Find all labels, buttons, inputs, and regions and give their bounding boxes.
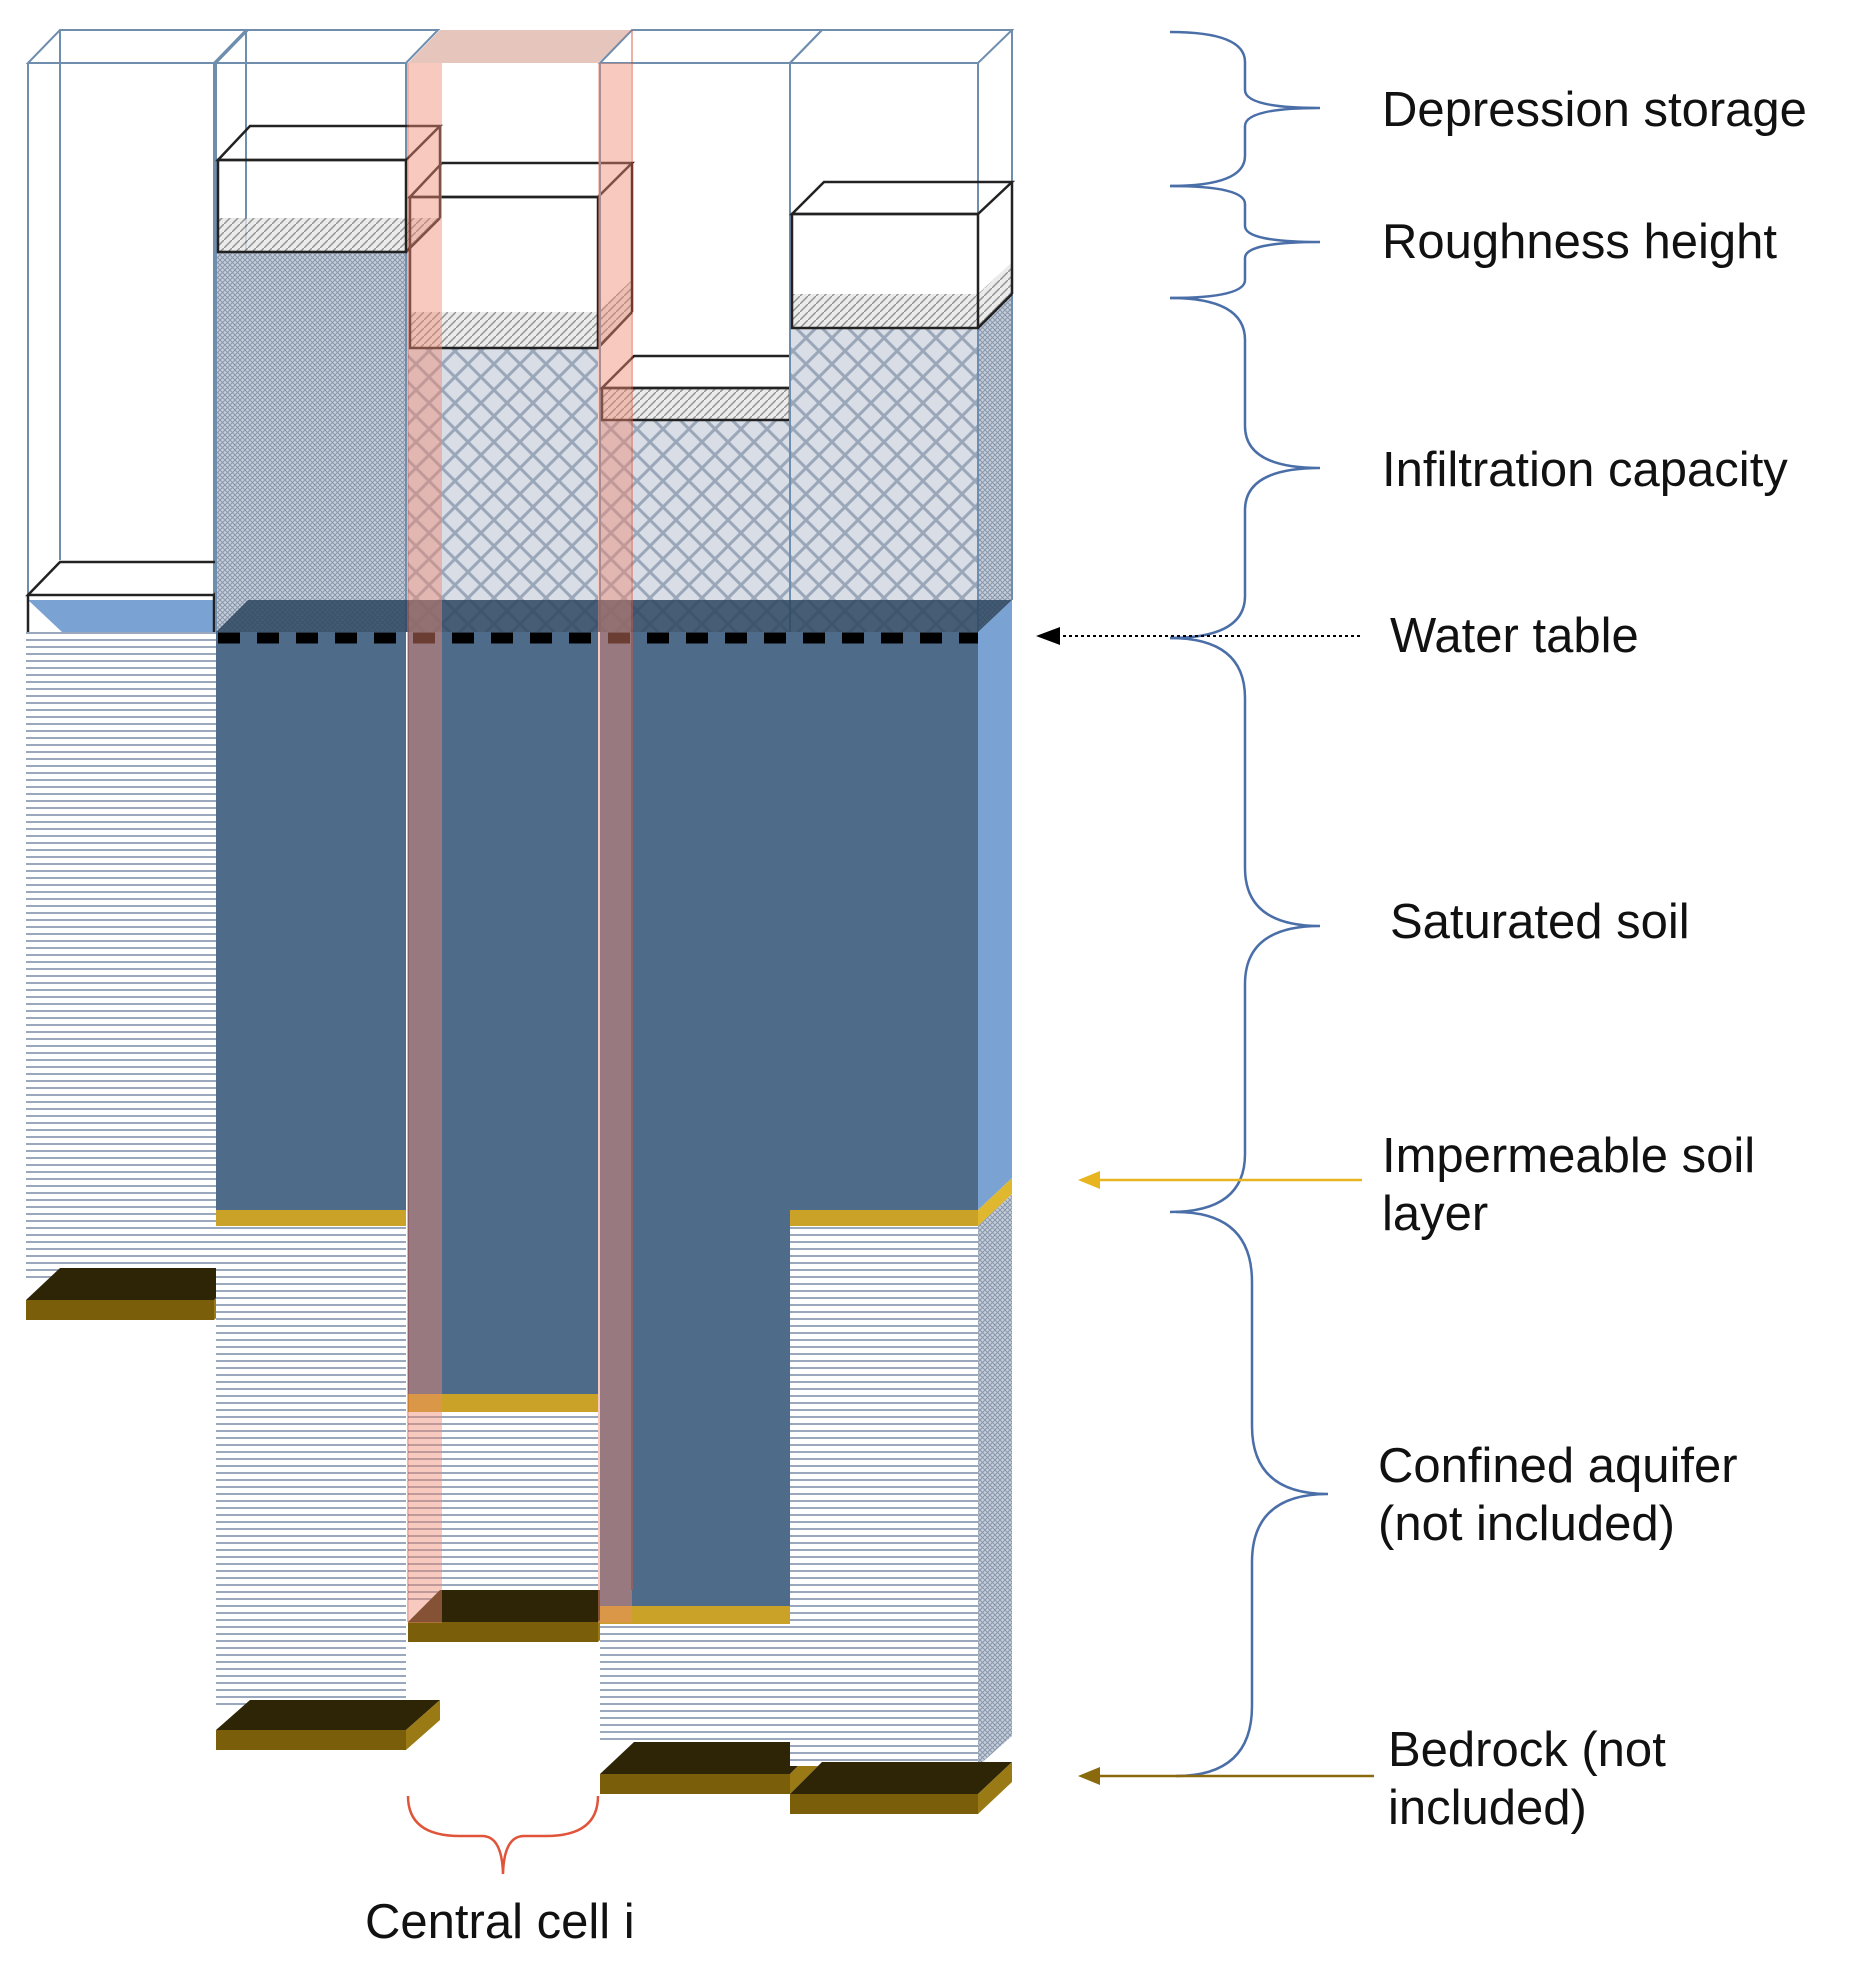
label-water-table: Water table xyxy=(1390,609,1639,663)
column-4 xyxy=(597,29,826,1794)
col4-confined-aquifer xyxy=(600,1624,790,1744)
col4-saturated-soil xyxy=(600,632,790,1606)
col5-saturated-soil xyxy=(790,632,978,1210)
col5-impermeable-layer xyxy=(790,1210,978,1226)
brace-confined-aquifer xyxy=(1175,1210,1329,1778)
col3-saturated-soil xyxy=(408,632,598,1394)
water-table-arrow xyxy=(1036,627,1360,645)
col5-wireframe xyxy=(787,29,1015,632)
label-impermeable-line1: Impermeable soil xyxy=(1382,1129,1755,1183)
column-1 xyxy=(25,29,252,1320)
col5-bedrock xyxy=(790,1762,1012,1814)
col5-saturated-side xyxy=(978,600,1012,1210)
col2-saturated-soil xyxy=(216,632,406,1210)
label-confined-line2: (not included) xyxy=(1378,1497,1675,1551)
col2-wireframe xyxy=(213,29,441,632)
label-roughness-height: Roughness height xyxy=(1382,215,1777,269)
brace-depression-storage xyxy=(1169,30,1321,188)
col4-infiltration-zone xyxy=(600,420,790,632)
col2-depression-box xyxy=(215,124,444,254)
col4-bedrock xyxy=(600,1742,822,1794)
col1-saturated-top xyxy=(28,600,248,632)
col3-depression-box xyxy=(407,161,636,350)
col2-infiltration-zone xyxy=(216,250,406,632)
col3-impermeable-layer xyxy=(408,1394,598,1412)
brace-infiltration-capacity xyxy=(1169,296,1321,640)
label-impermeable-line2: layer xyxy=(1382,1187,1488,1241)
label-infiltration-capacity: Infiltration capacity xyxy=(1382,443,1788,497)
label-depression-storage: Depression storage xyxy=(1382,83,1807,137)
col1-wireframe xyxy=(25,29,249,600)
central-cell-highlight xyxy=(407,30,633,1623)
col5-impermeable-side xyxy=(978,1178,1012,1226)
brace-saturated-soil xyxy=(1169,636,1321,1214)
col2-bedrock xyxy=(216,1700,440,1750)
brace-roughness-height xyxy=(1169,184,1321,300)
col5-infiltration-zone xyxy=(790,328,978,632)
label-saturated-soil: Saturated soil xyxy=(1390,895,1690,949)
col1-bedrock xyxy=(26,1268,248,1320)
col5-infiltration-side xyxy=(978,294,1012,632)
column-3-central xyxy=(407,161,636,1642)
label-bedrock-line2: included) xyxy=(1388,1781,1587,1835)
col3-infiltration-zone xyxy=(408,348,598,632)
bedrock-arrow xyxy=(1078,1767,1374,1785)
label-central-cell: Central cell i xyxy=(365,1895,635,1949)
central-cell-brace xyxy=(406,1795,600,1875)
label-bedrock-line1: Bedrock (not xyxy=(1388,1723,1666,1777)
col4-impermeable-layer xyxy=(600,1606,790,1624)
col3-confined-aquifer xyxy=(408,1412,598,1600)
col1-confined-aquifer xyxy=(26,632,216,1280)
col5-depression-box xyxy=(788,180,1016,330)
column-2 xyxy=(213,29,444,1750)
water-table-surface xyxy=(216,600,1012,632)
column-5 xyxy=(787,29,1016,1814)
label-confined-line1: Confined aquifer xyxy=(1378,1439,1738,1493)
impermeable-layer-arrow xyxy=(1078,1171,1362,1189)
col5-confined-aquifer xyxy=(790,1226,978,1766)
col2-impermeable-layer xyxy=(216,1210,406,1226)
col5-confined-side xyxy=(978,1194,1012,1766)
braces xyxy=(1169,30,1329,1778)
col2-confined-aquifer xyxy=(216,1226,406,1710)
